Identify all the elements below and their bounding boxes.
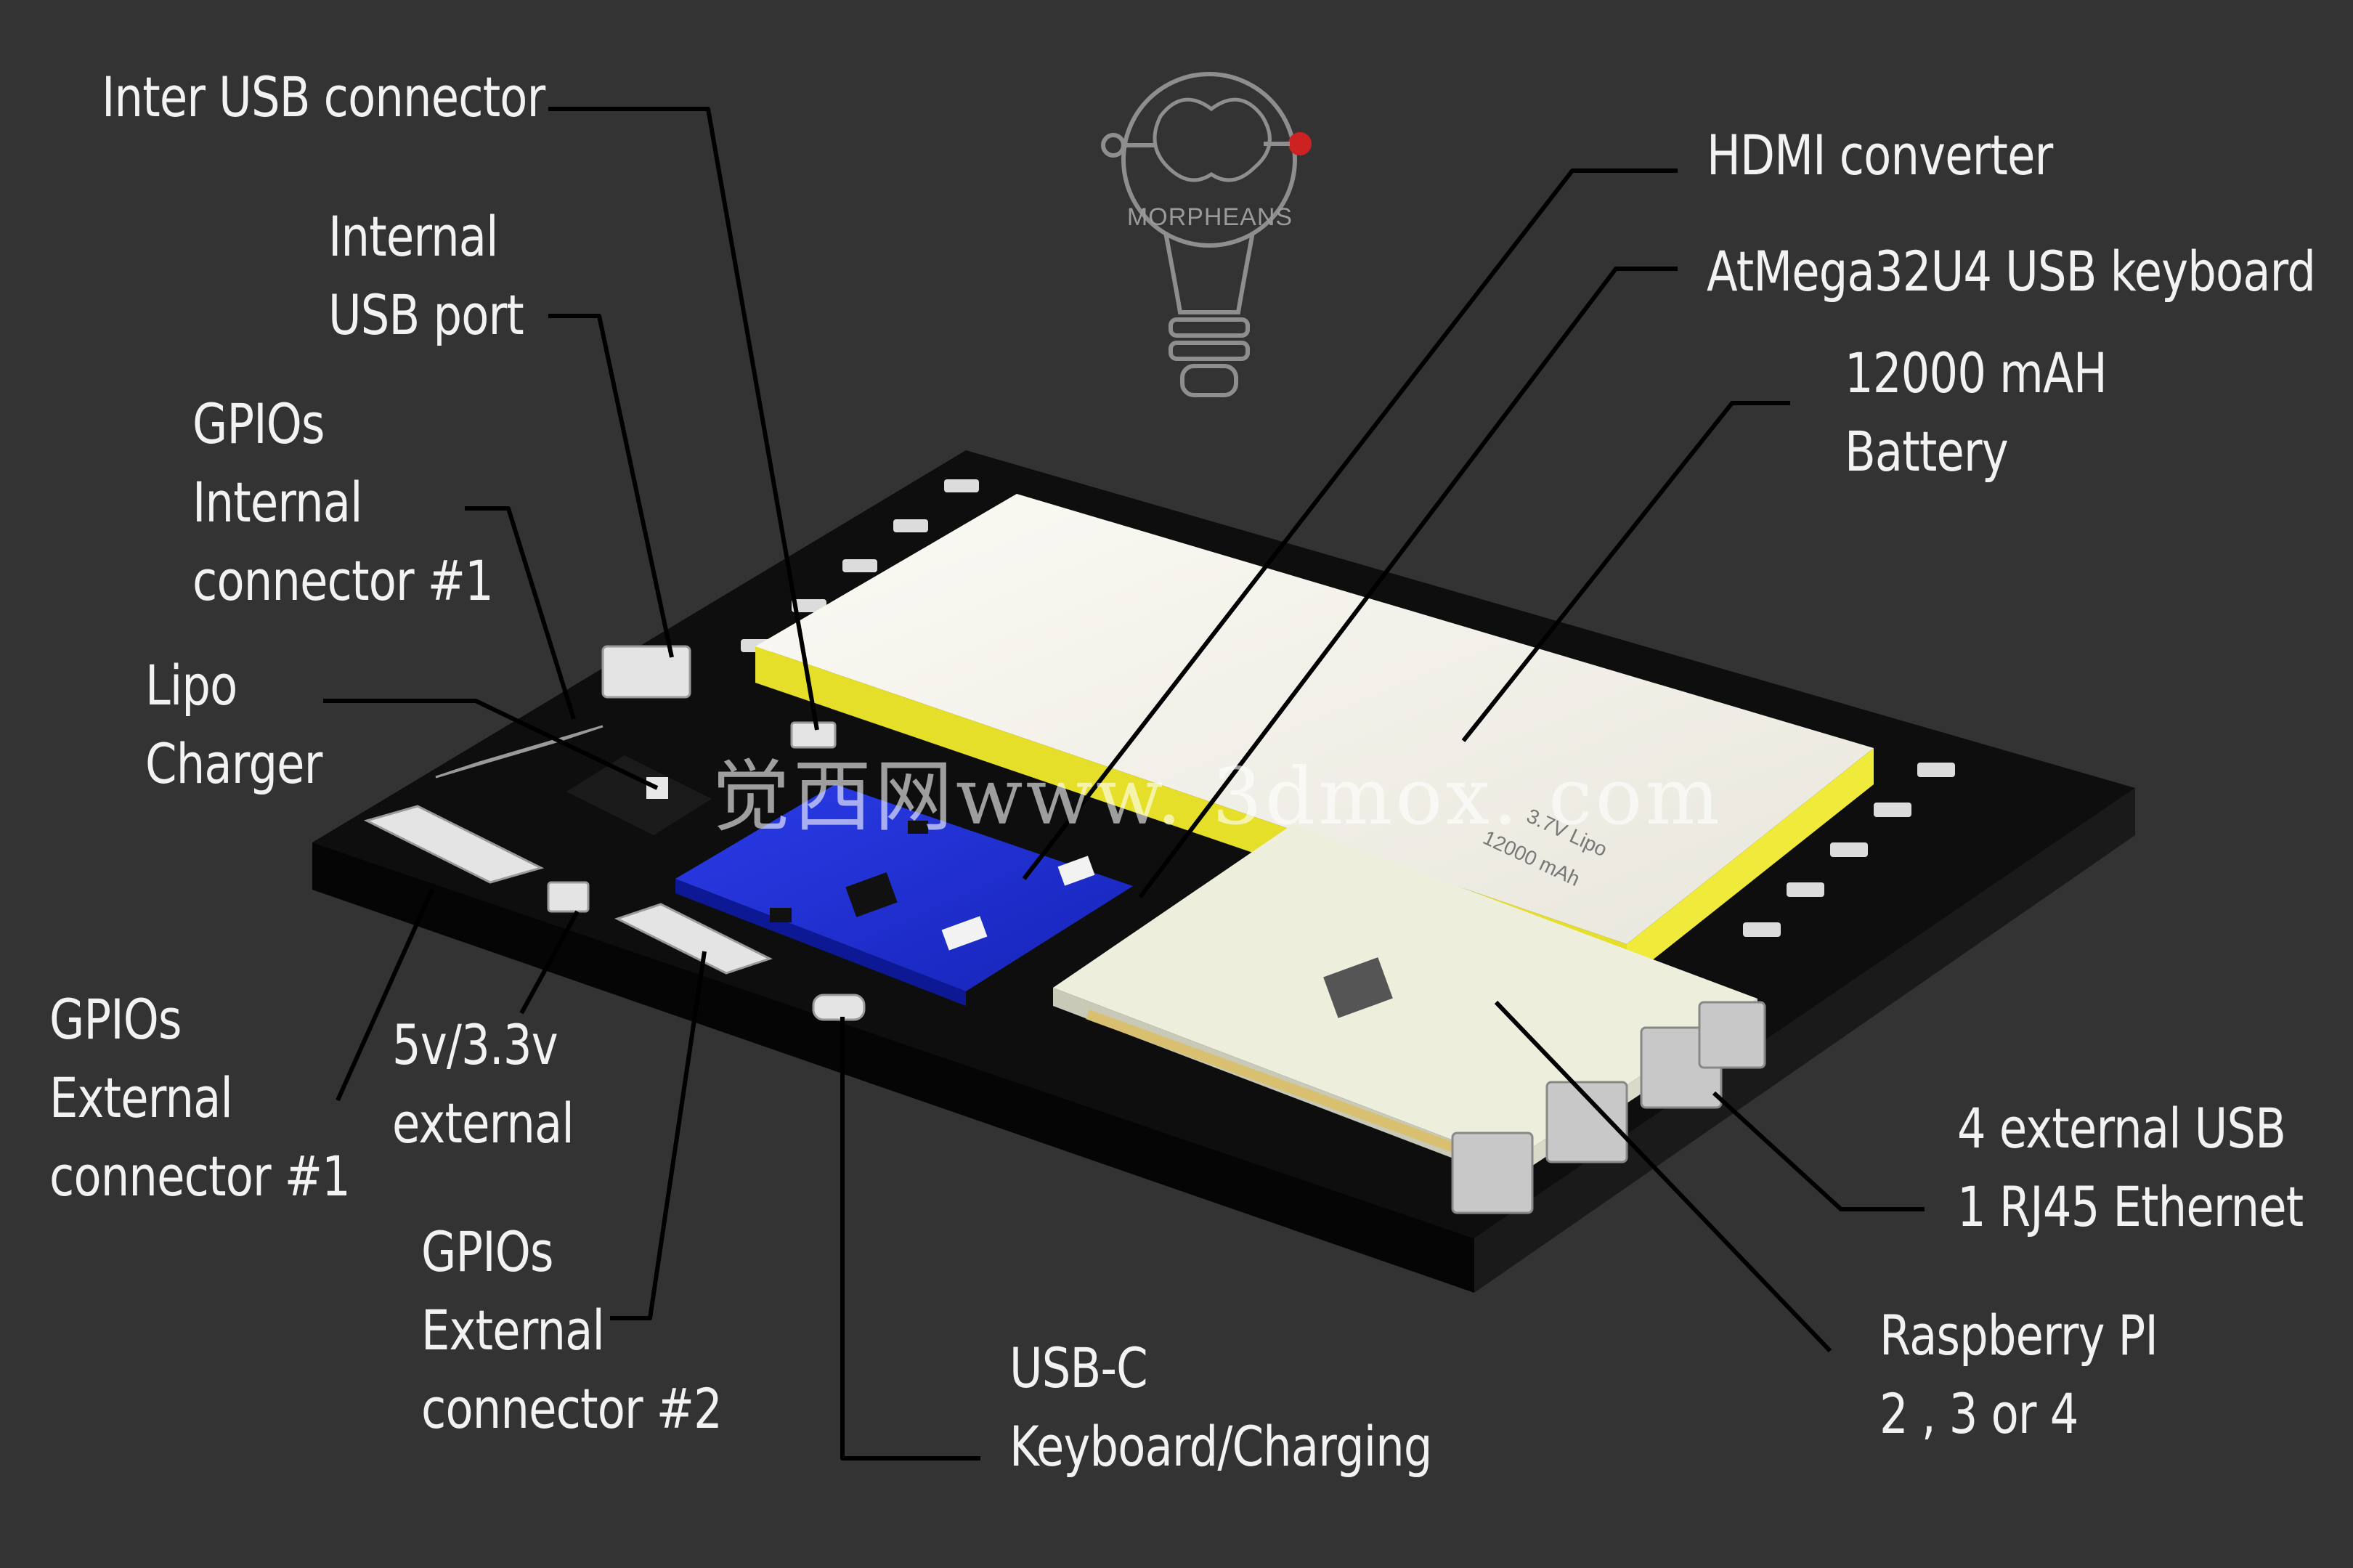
leader-inter-usb-connector (548, 107, 819, 731)
label-hdmi-converter: HDMI converter (1707, 123, 2053, 187)
leader-power-external (519, 910, 580, 1015)
leader-raspberry-pi (1494, 1000, 1832, 1353)
leader-gpios-internal-1 (465, 506, 576, 720)
label-atmega-keyboard: AtMega32U4 USB keyboard (1707, 239, 2316, 304)
leader-lipo-charger (323, 699, 659, 790)
leader-battery (1461, 401, 1790, 742)
connectors (363, 645, 866, 1021)
hdmi-converter-board (675, 784, 1133, 1006)
leader-usb-c (840, 1017, 980, 1461)
watermark-text: 觉西网www. 3dmox. com (712, 752, 1723, 842)
leader-atmega-keyboard (1138, 267, 1678, 898)
leader-usb-ethernet (1712, 1091, 1925, 1211)
morpheans-logo (1101, 72, 1312, 397)
raspberry-pi-board (1053, 824, 1766, 1214)
leader-lines (323, 107, 1925, 1461)
leader-gpios-external-2 (610, 951, 707, 1320)
label-inter-usb-connector: Inter USB connector (102, 65, 545, 129)
brand-name: MORPHEANS (1126, 203, 1293, 231)
leader-gpios-external-1 (336, 888, 434, 1102)
leader-hdmi-converter (1022, 168, 1678, 880)
leader-internal-usb-port (548, 314, 674, 658)
